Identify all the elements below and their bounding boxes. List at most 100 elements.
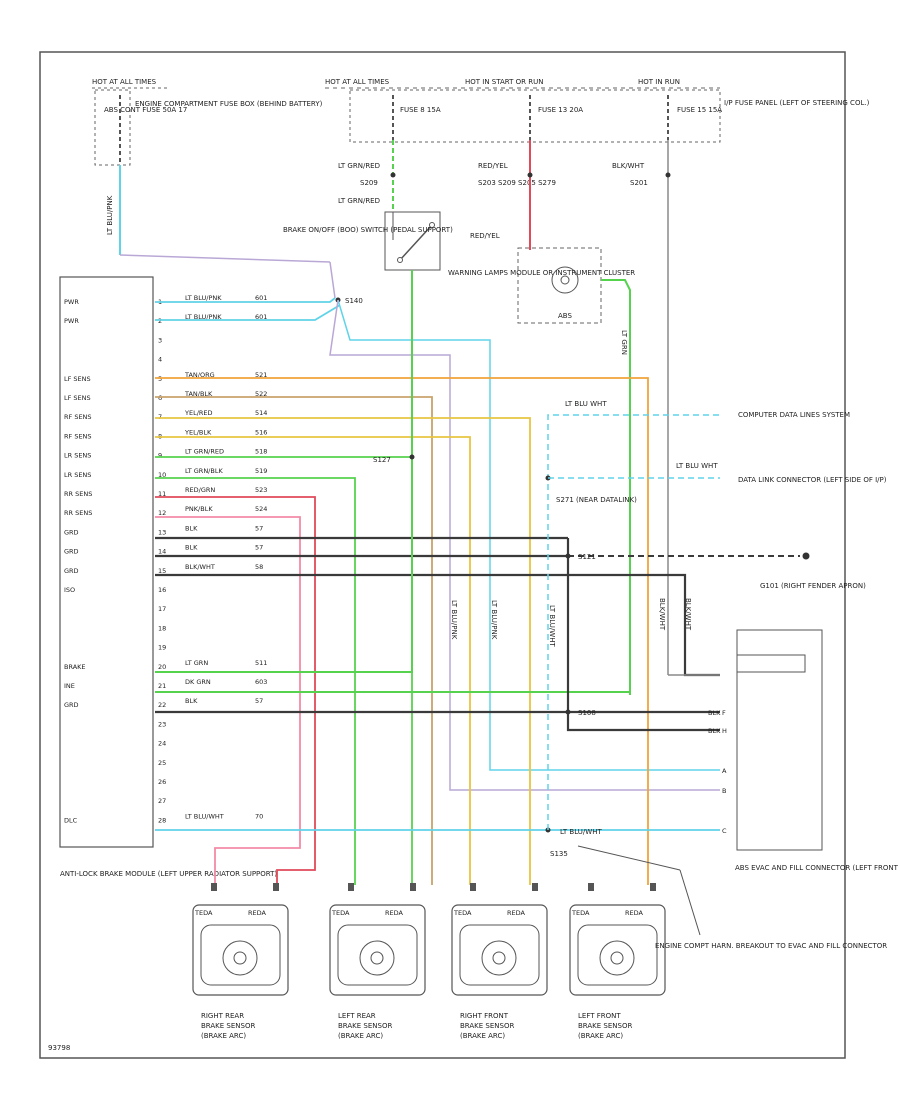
- module-pin-number: 6: [158, 394, 162, 402]
- sensor-pin-b: REDA: [625, 909, 644, 917]
- module-pin-circuit: 58: [255, 563, 263, 571]
- sensor-pin-terminal: [211, 883, 217, 891]
- sensor-label: BRAKE SENSOR: [201, 1022, 255, 1030]
- module-pin-number: 27: [158, 797, 166, 805]
- hot-in-run-label: HOT IN RUN: [638, 78, 680, 86]
- module-pin-wire: YEL/RED: [184, 409, 213, 417]
- sensor-label: BRAKE SENSOR: [460, 1022, 514, 1030]
- sensor-rotor: [599, 940, 635, 976]
- module-pin-number: 20: [158, 663, 166, 671]
- right-pin-wire: BLK: [708, 727, 721, 735]
- module-pin-number: 28: [158, 816, 166, 824]
- s271-label: S271 (NEAR DATALINK): [556, 496, 637, 504]
- sensor-label: (BRAKE ARC): [460, 1032, 505, 1040]
- module-pin-circuit: 519: [255, 467, 267, 475]
- module-pin-number: 11: [158, 490, 166, 498]
- fuse-15-label: FUSE 15 15A: [677, 106, 722, 114]
- module-pin-number: 23: [158, 720, 166, 728]
- abs-evac-connector-box: [736, 629, 823, 851]
- module-pin-name: RR SENS: [64, 509, 92, 517]
- module-pin-circuit: 601: [255, 294, 267, 302]
- module-pin-number: 22: [158, 701, 166, 709]
- engine-compartment-fuse-box-label: ENGINE COMPARTMENT FUSE BOX (BEHIND BATT…: [135, 100, 323, 108]
- module-pin-name: ISO: [64, 586, 75, 594]
- s121-label: S121: [578, 553, 596, 561]
- module-pin-number: 24: [158, 740, 166, 748]
- s-numbers-2-label: S203 S209 S205 S279: [478, 179, 556, 187]
- abs-lamp-label: ABS: [558, 312, 572, 320]
- lt-blu-ywl-label: LT BLU WHT: [676, 462, 718, 470]
- warning-lamps-module-label: WARNING LAMPS MODULE OR INSTRUMENT CLUST…: [448, 269, 635, 277]
- sensor-body: [569, 904, 666, 996]
- module-pin-wire: LT BLU/PNK: [185, 294, 222, 302]
- module-pin-circuit: 70: [255, 812, 263, 820]
- abs-evac-connector-label: ABS EVAC AND FILL CONNECTOR (LEFT FRONT …: [735, 864, 900, 872]
- wire-bundle: S140: [155, 270, 810, 885]
- module-pin-number: 18: [158, 624, 166, 632]
- sensor-label: (BRAKE ARC): [201, 1032, 246, 1040]
- module-pin-circuit: 521: [255, 371, 267, 379]
- module-pin-name: PWR: [64, 317, 79, 325]
- blk-wht-vert-label-1: BLK/WHT: [658, 598, 666, 631]
- module-pin-wire: BLK: [185, 544, 198, 552]
- module-pin-name: BRAKE: [64, 663, 86, 671]
- module-pin-wire: BLK/WHT: [185, 563, 215, 571]
- module-pin-name: RF SENS: [64, 413, 92, 421]
- sensor-pin-b: REDA: [385, 909, 404, 917]
- s135-label: S135: [550, 850, 568, 858]
- abs-module-label: ANTI-LOCK BRAKE MODULE (LEFT UPPER RADIA…: [60, 870, 277, 878]
- module-pin-wire: TAN/BLK: [184, 390, 213, 398]
- lt-grn-vert-label: LT GRN: [620, 330, 628, 355]
- module-pin-name: LF SENS: [64, 375, 91, 383]
- module-pin-wire: BLK: [185, 524, 198, 532]
- module-pin-circuit: 601: [255, 313, 267, 321]
- sensor-pin-terminal: [348, 883, 354, 891]
- right-pin-letter: A: [722, 767, 727, 775]
- abs-fuse-label: ABS CONT FUSE 50A 17: [104, 106, 187, 114]
- lt-blu-pnk-vert-label-3: LT BLU/PNK: [490, 600, 498, 640]
- module-pin-circuit: 524: [255, 505, 267, 513]
- module-pin-wire: LT GRN: [185, 659, 208, 667]
- figure-number-label: 93798: [48, 1044, 70, 1052]
- sensor-pin-b: REDA: [248, 909, 267, 917]
- module-pin-wire: DK GRN: [185, 678, 211, 686]
- module-pin-circuit: 523: [255, 486, 267, 494]
- abs-module-box: [59, 276, 154, 848]
- module-pin-name: GRD: [64, 567, 79, 575]
- module-pin-circuit: 516: [255, 428, 267, 436]
- hot-in-start-or-run-label: HOT IN START OR RUN: [465, 78, 543, 86]
- sensor-pin-b: REDA: [507, 909, 526, 917]
- diagram-border: [39, 51, 846, 1059]
- fuse-8-label: FUSE 8 15A: [400, 106, 441, 114]
- right-pin-letter: F: [722, 709, 726, 717]
- module-pin-wire: LT BLU/PNK: [185, 313, 222, 321]
- sensor-rotor: [222, 940, 258, 976]
- module-pin-circuit: 57: [255, 524, 263, 532]
- sensor-label: BRAKE SENSOR: [578, 1022, 632, 1030]
- module-pin-number: 12: [158, 509, 166, 517]
- sensor-label: LEFT REAR: [338, 1012, 376, 1020]
- module-pin-number: 2: [158, 317, 162, 325]
- sensor-label: BRAKE SENSOR: [338, 1022, 392, 1030]
- lt-blu-pnk-vert-label-2: LT BLU/PNK: [450, 600, 458, 640]
- sensor-label: (BRAKE ARC): [338, 1032, 383, 1040]
- sensor-housing: [577, 924, 658, 986]
- module-pin-number: 14: [158, 548, 166, 556]
- lt-blu-wht-vert-label: LT BLU/WHT: [548, 605, 556, 647]
- data-link-connector-label: DATA LINK CONNECTOR (LEFT SIDE OF I/P): [738, 476, 887, 484]
- sensor-label: LEFT FRONT: [578, 1012, 621, 1020]
- s140-label: S140: [345, 297, 363, 305]
- module-pin-wire: PNK/BLK: [185, 505, 213, 513]
- sensor-pin-a: TEDA: [194, 909, 213, 917]
- sensor-housing: [200, 924, 281, 986]
- s209-label: S209: [360, 179, 378, 187]
- module-pin-name: PWR: [64, 298, 79, 306]
- module-pin-name: GRD: [64, 701, 79, 709]
- module-pin-number: 16: [158, 586, 166, 594]
- sensor-hub: [370, 951, 384, 965]
- module-pin-name: LR SENS: [64, 452, 91, 460]
